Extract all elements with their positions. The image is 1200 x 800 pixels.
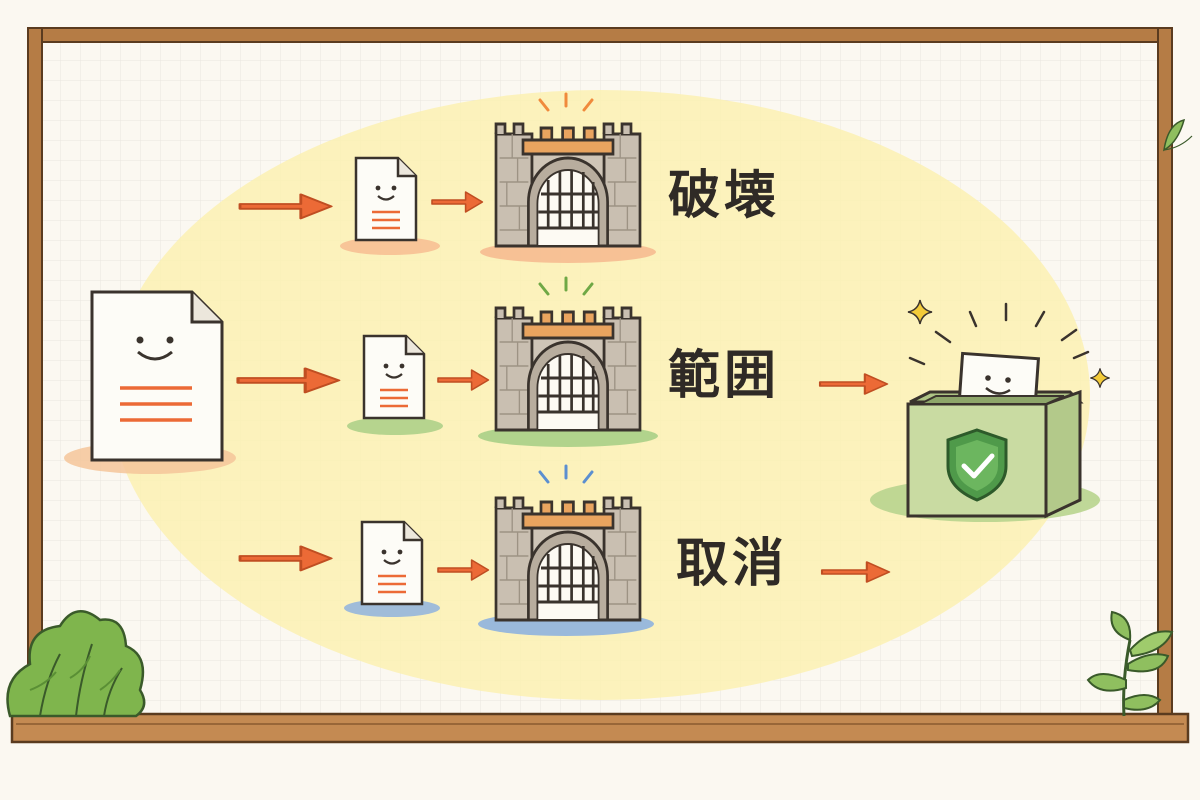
gate-spark-icon: [538, 276, 594, 296]
glow-rays: [908, 302, 1090, 366]
document-shadow: [340, 237, 440, 255]
castle-gate-icon: [494, 496, 642, 622]
lane-scope: [347, 276, 889, 447]
lane-destroy: [340, 92, 656, 263]
castle-gate-icon: [494, 306, 642, 432]
document-icon: [360, 520, 424, 606]
smiling-document-icon: [90, 290, 224, 462]
gate-label-destroy: 破壊: [668, 166, 781, 226]
castle-gate-icon: [494, 122, 642, 248]
lane-cancel: [344, 464, 891, 636]
leafy-plant-icon: [1086, 610, 1174, 717]
secure-box: [870, 351, 1100, 522]
shield-check-icon: [946, 428, 1008, 502]
leafy-plant-icon: [6, 610, 146, 718]
vine-leaf-icon: [1163, 118, 1193, 152]
document-shadow: [347, 417, 443, 435]
gate-spark-icon: [538, 92, 594, 112]
gate-label-scope: 範囲: [668, 346, 781, 406]
source-document: [64, 290, 236, 474]
wooden-frame: [10, 27, 1190, 744]
document-icon: [354, 156, 418, 242]
gate-label-cancel: 取消: [676, 534, 789, 594]
gate-spark-icon: [538, 464, 594, 484]
document-icon: [362, 334, 426, 420]
